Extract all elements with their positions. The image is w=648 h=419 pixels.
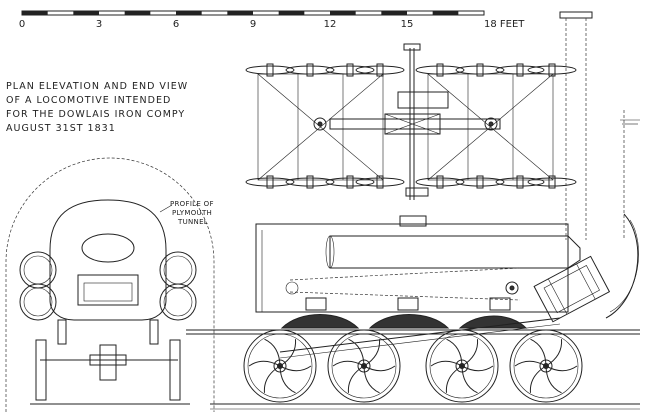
plan-wheel (415, 177, 465, 187)
scale-label: 0 (19, 19, 25, 30)
profile-label-line-2: PLYMOUTH (172, 209, 212, 217)
plan-wheel (527, 177, 577, 187)
scale-label: 9 (250, 19, 256, 30)
title-line-3: FOR THE DOWLAIS IRON COMPY (6, 109, 185, 120)
title-line-1: PLAN ELEVATION AND END VIEW (6, 81, 188, 92)
plan-wheel (245, 65, 295, 75)
scale-segment (124, 11, 151, 15)
chimney-outline (559, 11, 640, 240)
scale-segment (176, 11, 202, 15)
scale-label: 15 (401, 19, 414, 30)
scale-label: 18 FEET (484, 19, 525, 30)
profile-label-line-1: PROFILE OF (170, 200, 214, 208)
title-line-4: AUGUST 31ST 1831 (6, 123, 116, 134)
plan-wheel (355, 177, 405, 187)
plan-view (245, 43, 577, 200)
plan-wheel (245, 177, 295, 187)
plan-wheel (325, 177, 375, 187)
scale-segment (227, 11, 253, 15)
drawing-title: PLAN ELEVATION AND END VIEW OF A LOCOMOT… (6, 81, 188, 134)
scale-segment (278, 11, 305, 15)
plan-wheel (455, 177, 505, 187)
scale-bar: 0 3 6 9 12 15 18 FEET (19, 10, 525, 30)
end-view: PROFILE OF PLYMOUTH TUNNEL (5, 157, 215, 412)
scale-label: 3 (96, 19, 102, 30)
plan-wheel (527, 65, 577, 75)
side-elevation (186, 213, 640, 410)
plan-wheel (455, 65, 505, 75)
plan-wheel (285, 65, 335, 75)
title-line-2: OF A LOCOMOTIVE INTENDED (6, 95, 171, 106)
driving-wheel (327, 329, 401, 403)
scale-segment (330, 11, 356, 15)
driving-wheel (243, 329, 317, 403)
scale-label: 12 (324, 19, 337, 30)
scale-segment (22, 11, 48, 15)
scale-label: 6 (173, 19, 179, 30)
scale-segment (381, 11, 407, 15)
scale-segment (73, 11, 99, 15)
driving-wheel (509, 329, 583, 403)
plan-wheel (325, 65, 375, 75)
plan-wheel (355, 65, 405, 75)
plan-wheel (495, 177, 545, 187)
scale-segment (432, 11, 459, 15)
plan-wheel (285, 177, 335, 187)
driving-wheel (425, 329, 499, 403)
plan-wheel (415, 65, 465, 75)
profile-label-line-3: TUNNEL (177, 218, 208, 226)
